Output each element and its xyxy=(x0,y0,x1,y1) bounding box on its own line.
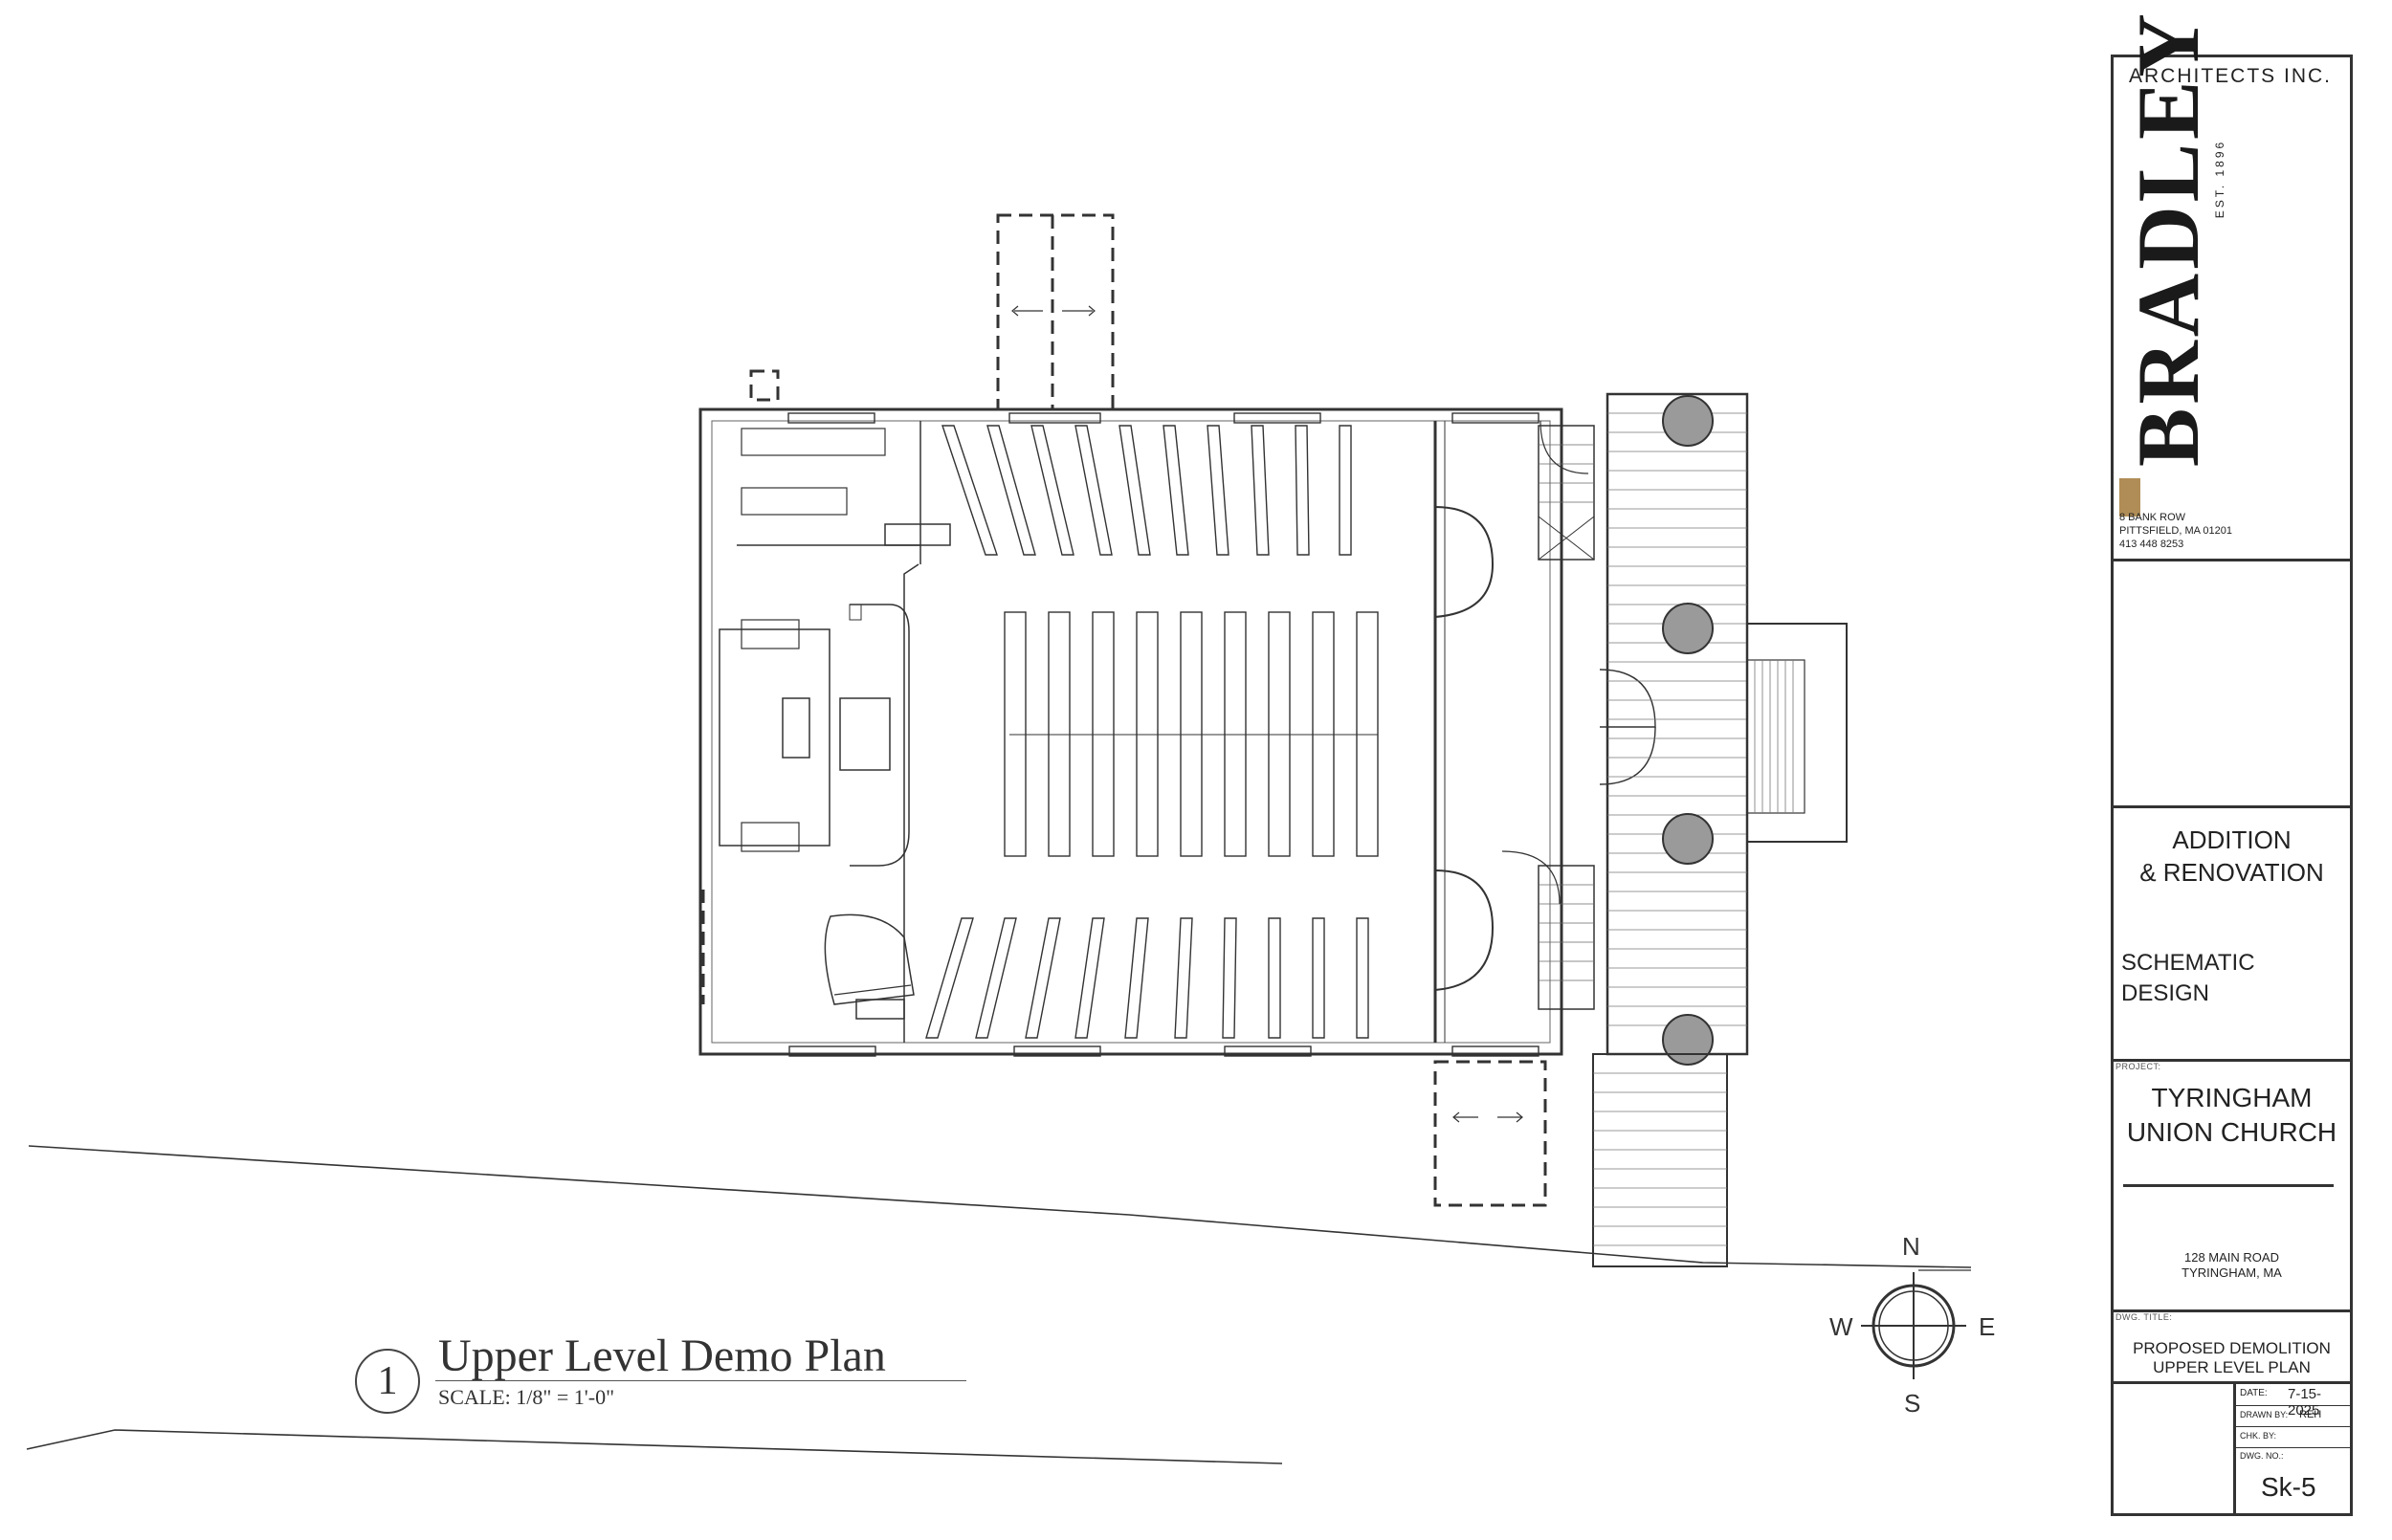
phase-line2: DESIGN xyxy=(2121,980,2210,1006)
scope-line2: & RENOVATION xyxy=(2139,858,2324,887)
site-line2: TYRINGHAM, MA xyxy=(2182,1265,2282,1280)
drawn-by-label: DRAWN BY: xyxy=(2240,1410,2289,1419)
site-line1: 128 MAIN ROAD xyxy=(2184,1250,2279,1265)
project-divider xyxy=(2123,1184,2334,1187)
firm-est: EST. 1896 xyxy=(2213,139,2226,219)
dwg-title-label: DWG. TITLE: xyxy=(2115,1312,2173,1322)
porch-deck xyxy=(1606,392,1749,1056)
grade-line-lower xyxy=(26,1429,1283,1464)
compass-south: S xyxy=(1904,1389,1921,1418)
dwg-no-label: DWG. NO.: xyxy=(2240,1451,2284,1461)
scope-line1: ADDITION xyxy=(2172,825,2292,854)
address-line2: PITTSFIELD, MA 01201 xyxy=(2119,525,2232,537)
demo-element-south xyxy=(1433,1060,1547,1207)
dwg-title-line2: UPPER LEVEL PLAN xyxy=(2153,1358,2311,1376)
north-arrow xyxy=(1861,1269,1971,1379)
date-value: 7-15-2025 xyxy=(2288,1386,2322,1419)
chk-by-label: CHK. BY: xyxy=(2240,1431,2277,1441)
title-underline xyxy=(435,1380,966,1381)
view-title: Upper Level Demo Plan xyxy=(438,1331,886,1381)
logo-accent-bar xyxy=(2119,478,2140,517)
title-block: ARCHITECTS INC. BRADLEY EST. 1896 8 BANK… xyxy=(2111,10,2353,1516)
compass-north: N xyxy=(1902,1232,1920,1261)
firm-logo-text: BRADLEY xyxy=(2119,10,2217,467)
porch-column xyxy=(1662,395,1714,447)
drawn-by-value: REH xyxy=(2299,1409,2322,1420)
porch-column xyxy=(1662,603,1714,654)
firm-suffix: ARCHITECTS INC. xyxy=(2129,65,2333,87)
compass-west: W xyxy=(1829,1312,1853,1341)
address-line1: 8 BANK ROW xyxy=(2119,512,2186,523)
view-scale: SCALE: 1/8" = 1'-0" xyxy=(438,1385,615,1409)
title-block-firm: ARCHITECTS INC. BRADLEY EST. 1896 8 BANK… xyxy=(2114,10,2350,561)
porch-column xyxy=(1662,813,1714,865)
phone: 413 448 8253 xyxy=(2119,539,2184,550)
title-block-dwg-title: DWG. TITLE: PROPOSED DEMOLITION UPPER LE… xyxy=(2114,1312,2350,1384)
phase-line1: SCHEMATIC xyxy=(2121,950,2255,976)
view-number: 1 xyxy=(355,1349,420,1414)
date-label: DATE: xyxy=(2240,1388,2268,1398)
demo-element-north xyxy=(996,213,1115,411)
project-line1: TYRINGHAM xyxy=(2151,1083,2313,1112)
porch-column xyxy=(1662,1014,1714,1066)
grade-line-upper xyxy=(28,1145,1972,1268)
project-line2: UNION CHURCH xyxy=(2126,1117,2337,1147)
title-block-scope: ADDITION & RENOVATION SCHEMATIC DESIGN xyxy=(2114,808,2350,1062)
grand-piano xyxy=(824,913,915,1005)
dwg-title-line1: PROPOSED DEMOLITION xyxy=(2133,1339,2331,1357)
building-outline xyxy=(698,407,1563,1056)
dwg-no-value: Sk-5 xyxy=(2261,1472,2316,1502)
title-block-project: PROJECT: TYRINGHAM UNION CHURCH 128 MAIN… xyxy=(2114,1062,2350,1312)
title-block-data-grid: DATE: 7-15-2025 DRAWN BY: REH CHK. BY: D… xyxy=(2233,1384,2353,1513)
project-label: PROJECT: xyxy=(2115,1062,2161,1071)
compass-east: E xyxy=(1979,1312,1996,1341)
